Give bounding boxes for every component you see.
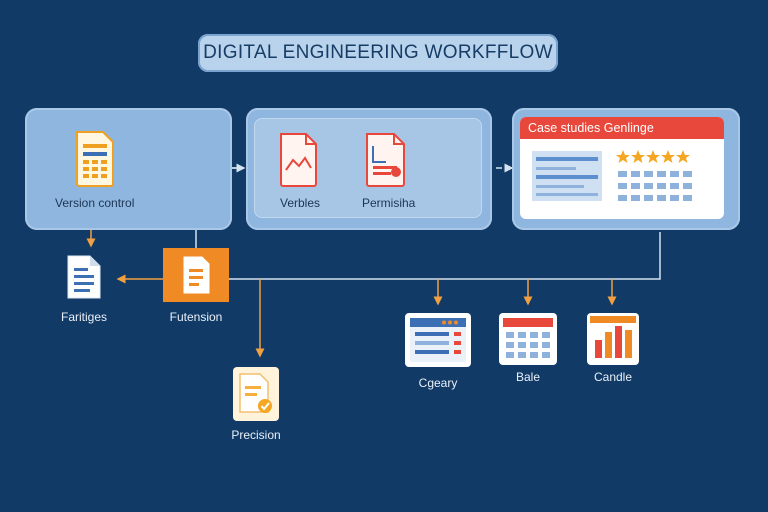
cgeary-label: Cgeary — [418, 376, 458, 390]
precision-label: Precision — [231, 428, 281, 442]
case-studies-grid — [618, 171, 708, 212]
candle-label: Candle — [593, 370, 633, 384]
case-studies-header: Case studies Genlinge — [520, 117, 724, 139]
bar-chart-icon[interactable] — [586, 312, 640, 371]
spreadsheet-doc-icon — [73, 130, 117, 193]
chart-doc-icon — [278, 132, 320, 193]
star-rating-icon — [616, 149, 696, 170]
calendar-grid-icon[interactable] — [498, 312, 558, 371]
middle-panel[interactable]: Verbles Permisiha — [246, 108, 492, 230]
connector-main-bus — [229, 232, 661, 280]
analytics-doc-icon — [364, 132, 408, 193]
page-title: DIGITAL ENGINEERING WORKFFLOW — [198, 34, 558, 72]
dashboard-window-icon[interactable] — [404, 312, 472, 373]
page-title-text: DIGITAL ENGINEERING WORKFFLOW — [203, 42, 553, 63]
version-control-panel[interactable]: Version control — [25, 108, 232, 230]
checked-doc-icon[interactable] — [232, 366, 280, 427]
orange-doc-icon[interactable] — [163, 248, 229, 302]
futension-label: Futension — [169, 310, 223, 324]
text-doc-icon[interactable] — [66, 254, 102, 305]
bale-label: Bale — [515, 370, 541, 384]
case-studies-panel[interactable]: Case studies Genlinge — [512, 108, 740, 230]
case-studies-card: Case studies Genlinge — [520, 117, 724, 219]
version-control-label: Version control — [55, 196, 135, 210]
case-studies-list-block — [532, 151, 602, 201]
permisiha-label: Permisiha — [362, 196, 416, 210]
faritiges-label: Faritiges — [60, 310, 107, 324]
verbles-label: Verbles — [280, 196, 321, 210]
